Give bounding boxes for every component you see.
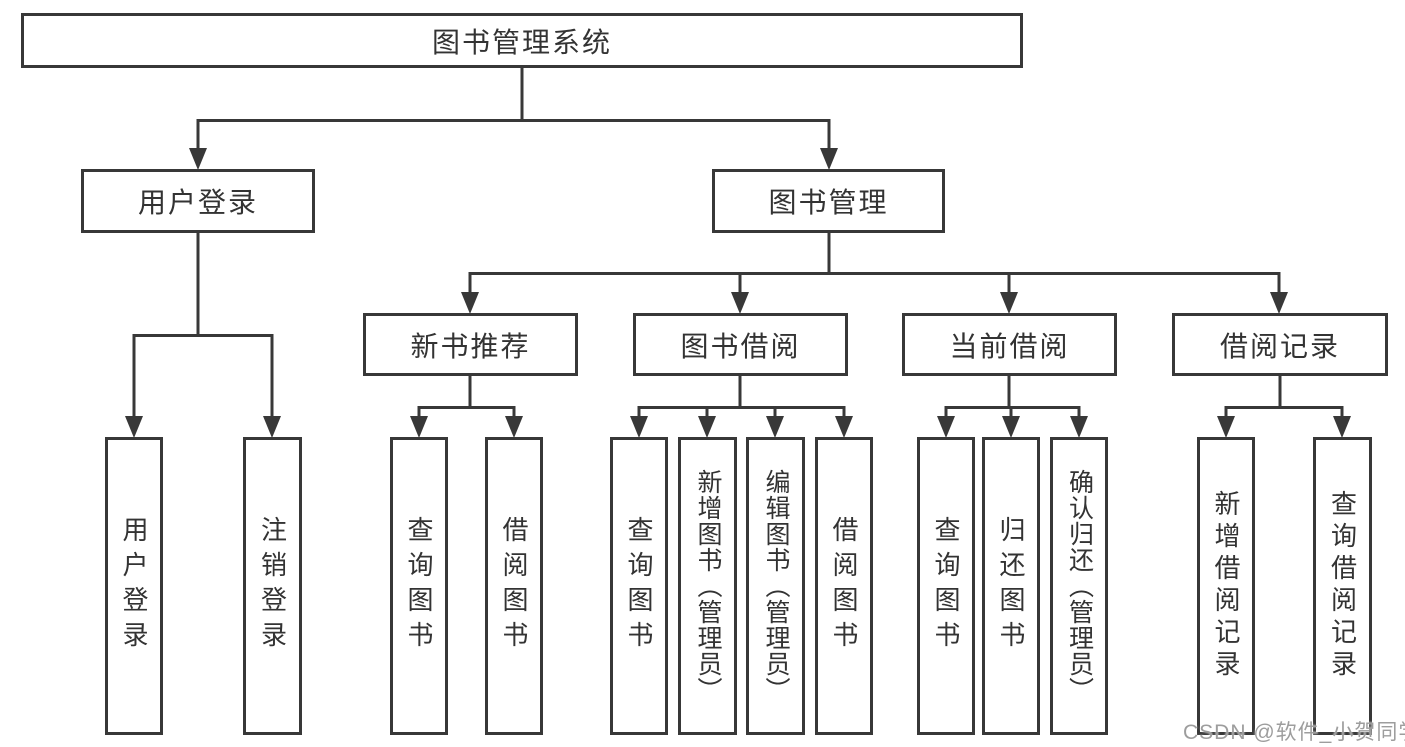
leaf-label: 归还图书 — [996, 516, 1026, 656]
leaf-edit-book-admin: 编辑图书（管理员） — [746, 437, 805, 735]
leaf-borrow-books-borrow: 借阅图书 — [815, 437, 873, 735]
leaf-label: 新增图书（管理员） — [694, 469, 722, 703]
leaf-label: 用户登录 — [119, 516, 149, 656]
node-library-management-system: 图书管理系统 — [21, 13, 1023, 68]
node-label: 用户登录 — [137, 187, 258, 218]
leaf-add-borrow-record: 新增借阅记录 — [1197, 437, 1255, 735]
node-new-book-recommend: 新书推荐 — [363, 313, 578, 376]
node-label: 图书借阅 — [680, 330, 801, 362]
leaf-label: 借阅图书 — [829, 516, 859, 656]
leaf-query-books-borrow: 查询图书 — [610, 437, 668, 735]
node-label: 借阅记录 — [1219, 330, 1340, 362]
node-user-login: 用户登录 — [81, 169, 315, 233]
node-label: 图书管理 — [768, 187, 889, 218]
leaf-label: 编辑图书（管理员） — [762, 469, 790, 703]
leaf-label: 查询借阅记录 — [1327, 490, 1358, 682]
leaf-label: 注销登录 — [257, 516, 288, 656]
leaf-label: 确认归还（管理员） — [1065, 469, 1094, 703]
leaf-label: 查询图书 — [404, 516, 434, 656]
node-label: 当前借阅 — [949, 330, 1070, 362]
node-current-borrow: 当前借阅 — [902, 313, 1117, 376]
leaf-query-books-recommend: 查询图书 — [390, 437, 448, 735]
leaf-return-books: 归还图书 — [982, 437, 1040, 735]
leaf-query-borrow-record: 查询借阅记录 — [1313, 437, 1372, 735]
leaf-label: 借阅图书 — [499, 516, 529, 656]
leaf-user-login: 用户登录 — [105, 437, 163, 735]
leaf-confirm-return-admin: 确认归还（管理员） — [1050, 437, 1108, 735]
csdn-watermark: CSDN @软件_小贺同学 — [1183, 721, 1405, 744]
leaf-label: 查询图书 — [624, 516, 654, 656]
leaf-label: 新增借阅记录 — [1211, 490, 1241, 682]
node-label: 新书推荐 — [410, 330, 531, 362]
arrowheads — [125, 148, 1351, 438]
node-label: 图书管理系统 — [431, 26, 612, 58]
leaf-logout: 注销登录 — [243, 437, 302, 735]
node-book-management: 图书管理 — [712, 169, 945, 233]
node-book-borrow: 图书借阅 — [633, 313, 848, 376]
leaf-label: 查询图书 — [931, 516, 961, 656]
leaf-add-book-admin: 新增图书（管理员） — [678, 437, 737, 735]
leaf-borrow-books-recommend: 借阅图书 — [485, 437, 543, 735]
leaf-query-books-current: 查询图书 — [917, 437, 975, 735]
node-borrow-records: 借阅记录 — [1172, 313, 1388, 376]
